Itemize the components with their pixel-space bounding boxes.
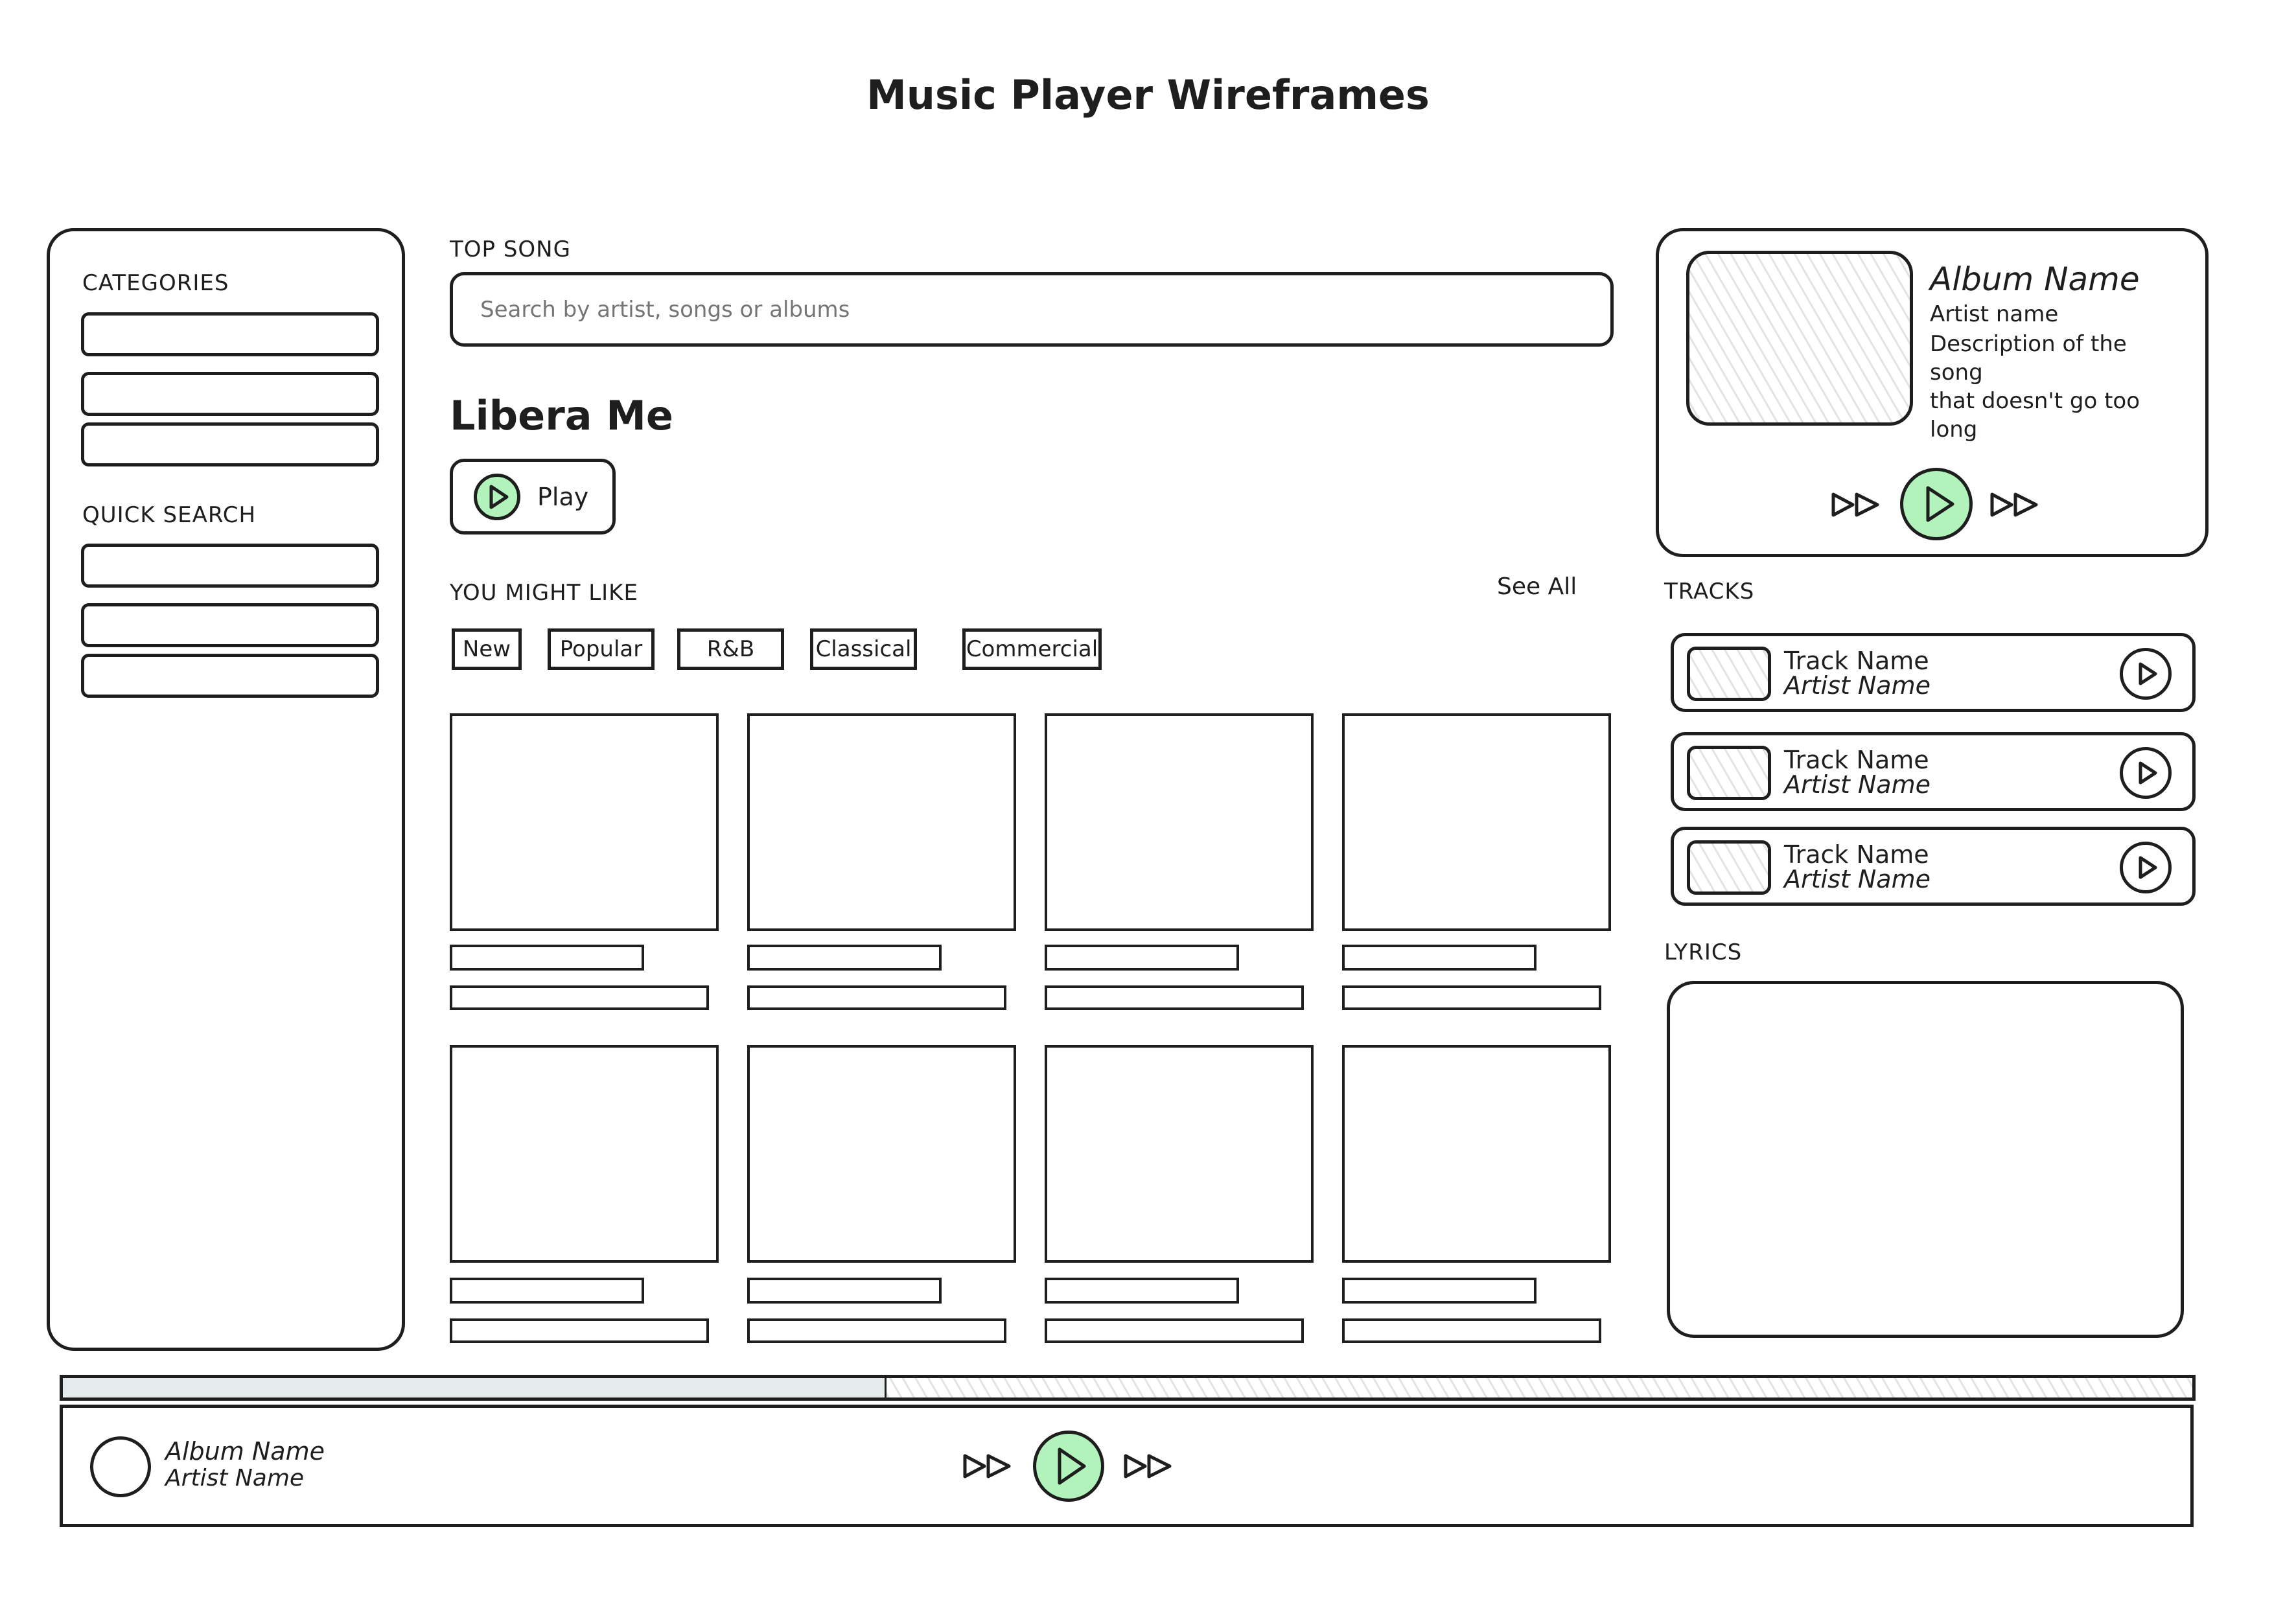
quick-search-label: QUICK SEARCH	[82, 502, 257, 528]
album-art	[1686, 251, 1913, 426]
description-line: song	[1930, 360, 1983, 385]
page-title: Music Player Wireframes	[866, 71, 1430, 119]
quick-search-item[interactable]	[81, 603, 379, 647]
card-title-placeholder	[1342, 945, 1536, 971]
categories-label: CATEGORIES	[82, 270, 229, 296]
card-image	[1045, 1045, 1314, 1263]
top-song-label: TOP SONG	[450, 236, 571, 262]
track-thumbnail	[1687, 840, 1771, 895]
category-item[interactable]	[81, 422, 379, 466]
card-title-placeholder	[747, 945, 942, 971]
card-image	[1342, 713, 1611, 931]
lyrics-box[interactable]	[1667, 981, 2184, 1338]
card-image	[747, 713, 1016, 931]
card-title-placeholder	[1045, 1278, 1239, 1304]
album-thumbnail	[90, 1436, 151, 1497]
card-subtitle-placeholder	[1342, 1318, 1601, 1343]
artist-name: Artist name	[1930, 301, 2059, 327]
card-title-placeholder	[1342, 1278, 1536, 1304]
play-button-label: Play	[537, 482, 589, 511]
card-title-placeholder	[450, 945, 644, 971]
card-image	[1045, 713, 1314, 931]
tracks-label: TRACKS	[1664, 579, 1755, 604]
description-line: long	[1930, 417, 1978, 443]
play-button[interactable]: Play	[450, 459, 616, 535]
track-item[interactable]: Track Name Artist Name	[1671, 827, 2196, 906]
card-subtitle-placeholder	[747, 1318, 1006, 1343]
card-title-placeholder	[1045, 945, 1239, 971]
filter-chip-new[interactable]: New	[452, 628, 522, 670]
category-item[interactable]	[81, 312, 379, 356]
see-all-link[interactable]: See All	[1497, 573, 1577, 600]
card-title-placeholder	[747, 1278, 942, 1304]
track-thumbnail	[1687, 746, 1771, 800]
track-artist: Artist Name	[1784, 671, 1931, 700]
now-playing-card: Album Name Artist name Description of th…	[1656, 228, 2209, 557]
filter-chip-rnb[interactable]: R&B	[677, 628, 784, 670]
card-image	[450, 1045, 719, 1263]
progress-bar[interactable]	[60, 1375, 2196, 1401]
card-subtitle-placeholder	[450, 1318, 709, 1343]
card-subtitle-placeholder	[1045, 1318, 1304, 1343]
quick-search-item[interactable]	[81, 544, 379, 588]
quick-search-item[interactable]	[81, 654, 379, 698]
player-next-icon[interactable]	[1123, 1452, 1175, 1480]
track-artist: Artist Name	[1784, 770, 1931, 799]
previous-icon[interactable]	[1831, 490, 1883, 519]
track-item[interactable]: Track Name Artist Name	[1671, 633, 2196, 712]
player-artist-name: Artist Name	[165, 1465, 305, 1491]
track-play-button[interactable]	[2120, 747, 2172, 799]
track-artist: Artist Name	[1784, 865, 1931, 893]
description-line: that doesn't go too	[1930, 388, 2140, 414]
search-input[interactable]	[479, 288, 1570, 331]
description-line: Description of the	[1930, 331, 2127, 357]
track-name: Track Name	[1784, 746, 1929, 774]
player-bar: Album Name Artist Name	[60, 1405, 2194, 1527]
filter-chip-classical[interactable]: Classical	[810, 628, 917, 670]
you-might-like-label: YOU MIGHT LIKE	[450, 580, 638, 606]
player-previous-icon[interactable]	[962, 1452, 1014, 1480]
track-name: Track Name	[1784, 647, 1929, 675]
album-name: Album Name	[1930, 260, 2140, 298]
card-title-placeholder	[450, 1278, 644, 1304]
search-box[interactable]	[450, 272, 1614, 347]
track-name: Track Name	[1784, 840, 1929, 869]
card-subtitle-placeholder	[1342, 985, 1601, 1010]
song-title: Libera Me	[450, 392, 673, 439]
progress-fill	[63, 1378, 887, 1397]
player-play-button[interactable]	[1033, 1431, 1104, 1502]
play-pause-button[interactable]	[1900, 468, 1973, 540]
card-image	[1342, 1045, 1611, 1263]
song-description: Description of the song that doesn't go …	[1930, 330, 2140, 444]
play-icon	[474, 473, 520, 520]
card-subtitle-placeholder	[1045, 985, 1304, 1010]
category-item[interactable]	[81, 372, 379, 416]
card-image	[747, 1045, 1016, 1263]
track-play-button[interactable]	[2120, 648, 2172, 700]
track-item[interactable]: Track Name Artist Name	[1671, 732, 2196, 811]
lyrics-label: LYRICS	[1664, 939, 1743, 965]
card-subtitle-placeholder	[450, 985, 709, 1010]
next-icon[interactable]	[1989, 490, 2041, 519]
sidebar: CATEGORIES QUICK SEARCH	[47, 228, 405, 1351]
filter-chip-popular[interactable]: Popular	[548, 628, 655, 670]
player-album-name: Album Name	[165, 1437, 325, 1466]
track-play-button[interactable]	[2120, 842, 2172, 893]
card-subtitle-placeholder	[747, 985, 1006, 1010]
card-image	[450, 713, 719, 931]
filter-chip-commercial[interactable]: Commercial	[962, 628, 1102, 670]
track-thumbnail	[1687, 647, 1771, 701]
